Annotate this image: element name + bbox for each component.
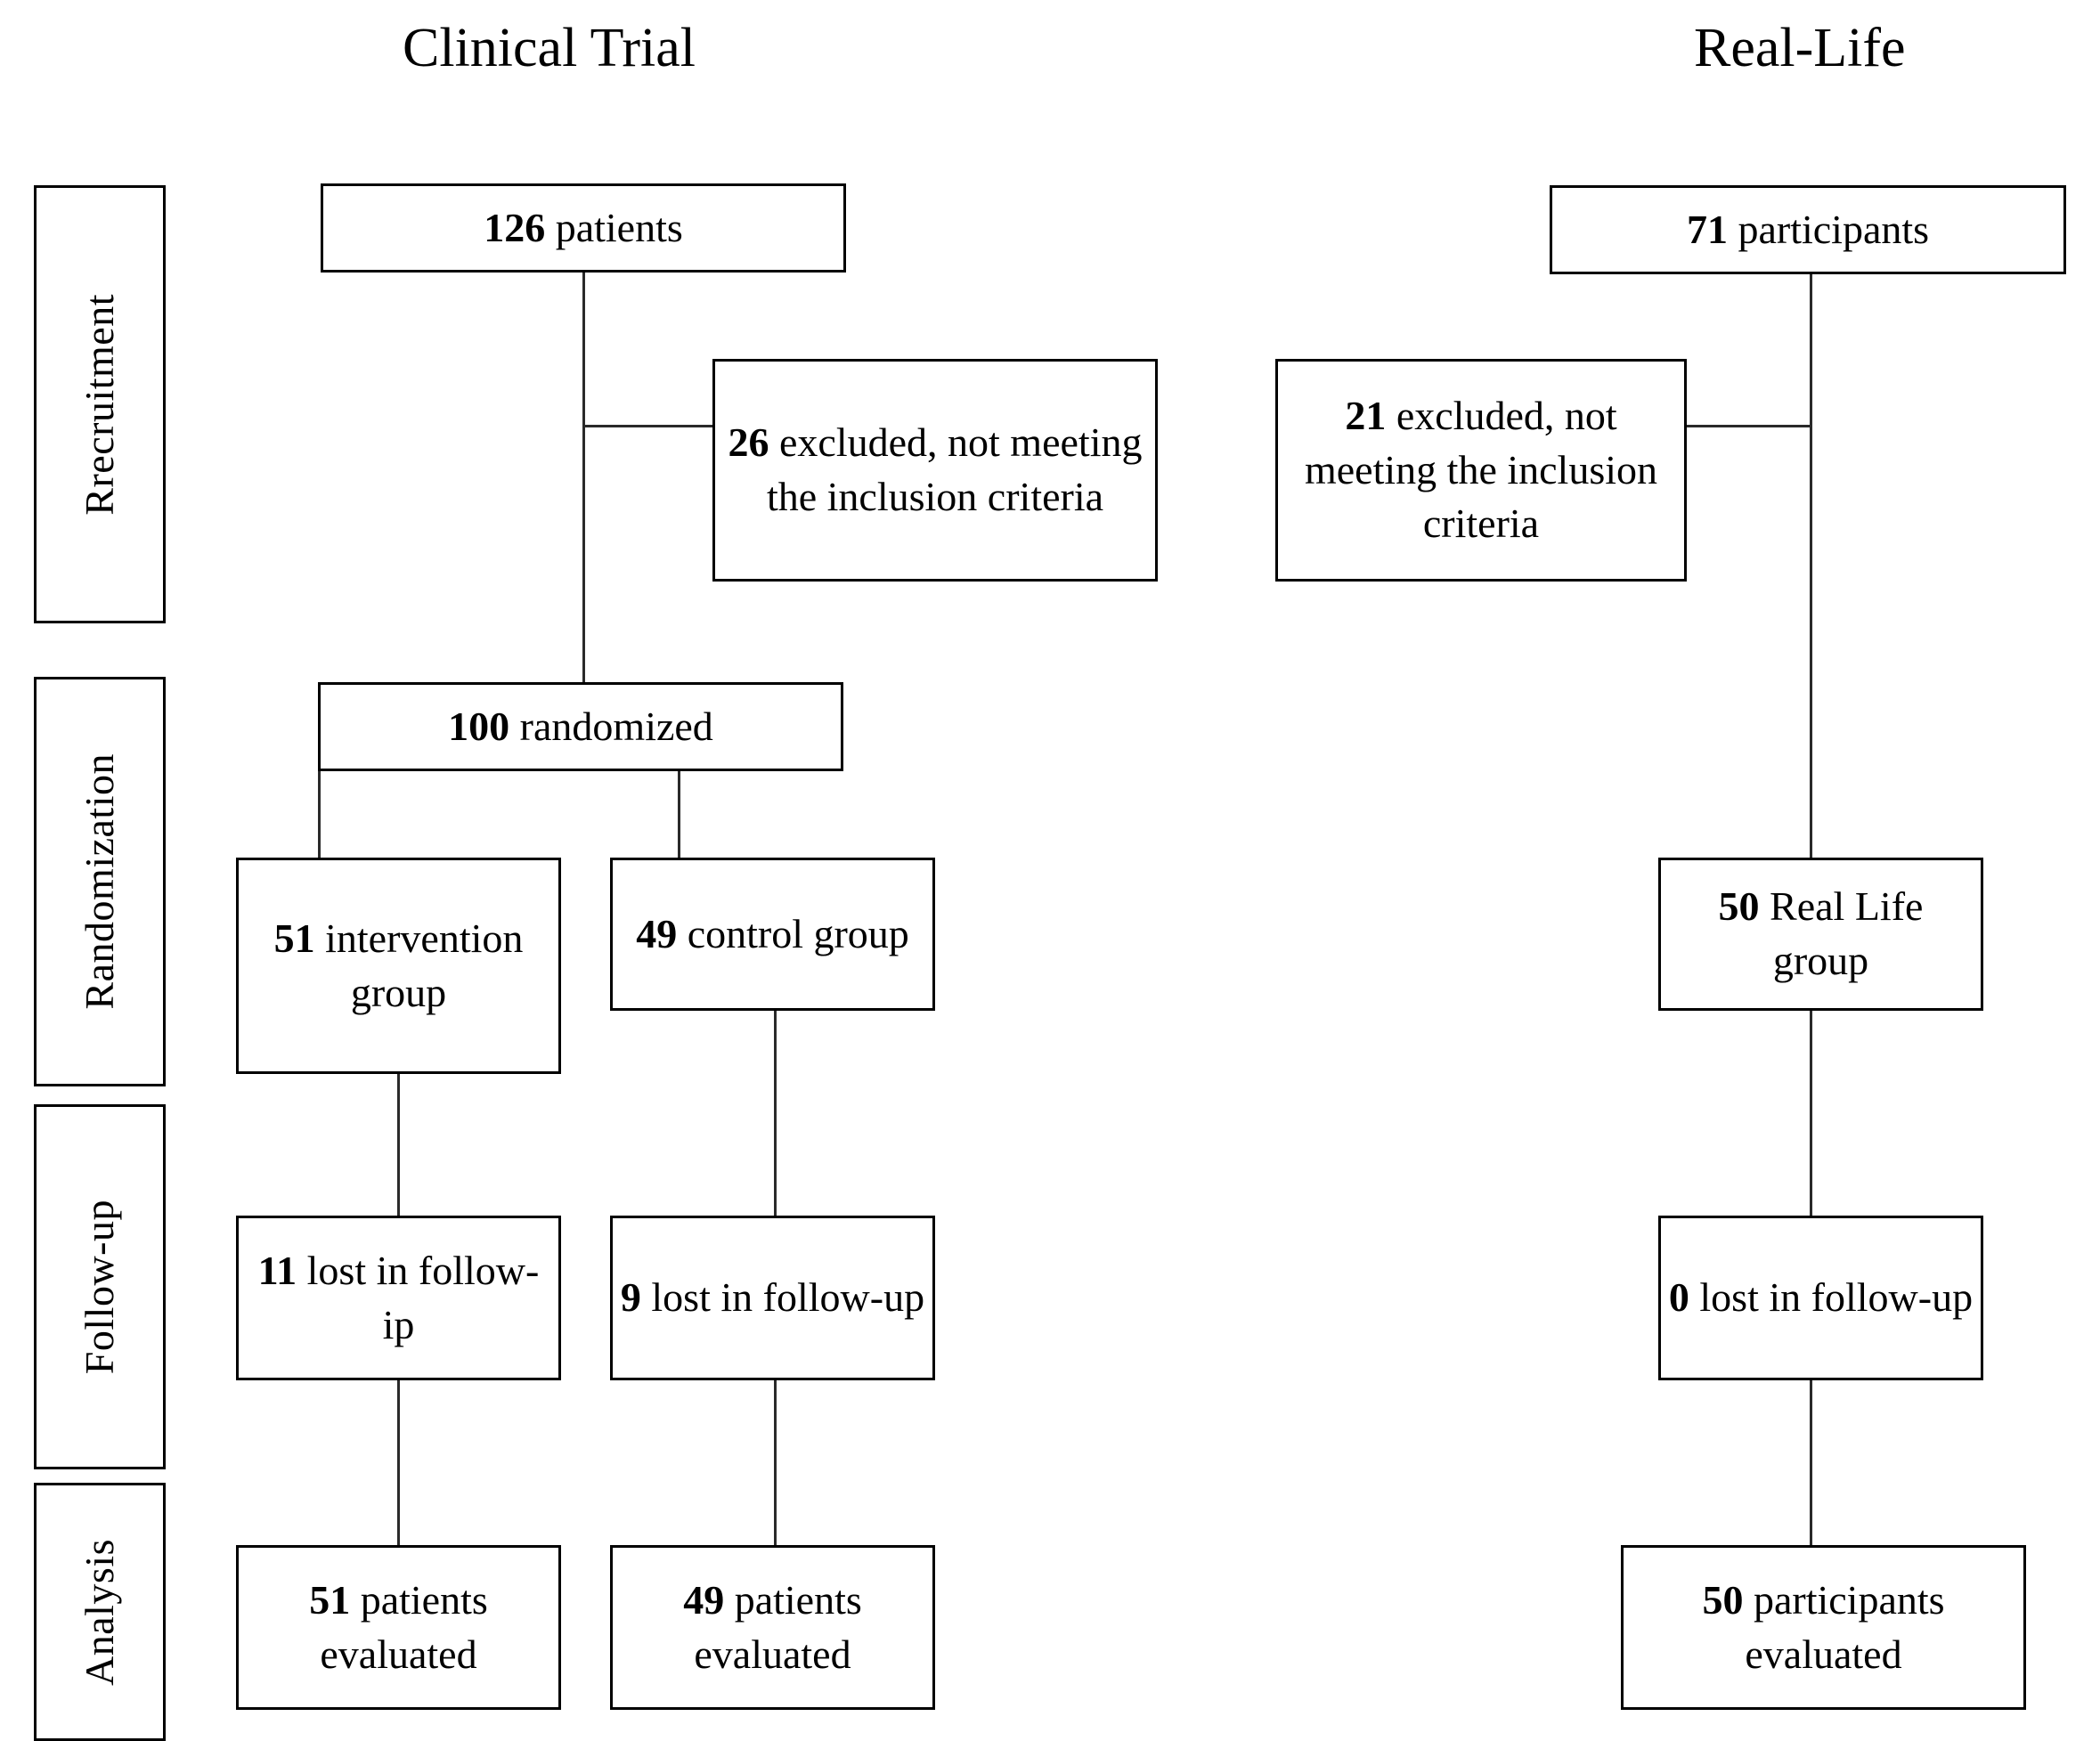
box-ct-intervention-lost-count: 11 [257, 1247, 297, 1293]
box-ct-intervention-lost-label: lost in follow-ip [297, 1247, 540, 1347]
box-ct-intervention-group: 51 intervention group [236, 858, 561, 1074]
box-ct-excluded-text: 26 excluded, not meeting the inclusion c… [715, 416, 1155, 524]
box-ct-intervention-group-label: intervention group [314, 915, 524, 1015]
box-rl-lost-text: 0 lost in follow-up [1662, 1271, 1980, 1325]
box-ct-excluded-label: excluded, not meeting the inclusion crit… [766, 419, 1143, 519]
connector-ct-intervention-to-lost [397, 1071, 400, 1218]
box-ct-intervention-group-text: 51 intervention group [239, 912, 558, 1020]
box-ct-enrolled-text: 126 patients [476, 201, 690, 256]
connector-ct-control-lost-to-evaluated [774, 1379, 777, 1548]
box-ct-randomized-label: randomized [509, 703, 713, 749]
box-ct-intervention-evaluated: 51 patients evaluated [236, 1545, 561, 1710]
box-ct-control-lost-count: 9 [620, 1274, 641, 1321]
box-ct-intervention-evaluated-text: 51 patients evaluated [239, 1574, 558, 1681]
box-ct-control-group-text: 49 control group [629, 907, 916, 962]
box-rl-excluded-label: excluded, not meeting the inclusion crit… [1304, 392, 1658, 547]
box-ct-randomized-count: 100 [448, 703, 510, 749]
connector-ct-control-to-lost [774, 1009, 777, 1218]
stage-label-recruitment-text: Rrecruitment [77, 293, 122, 516]
box-rl-enrolled-count: 71 [1686, 206, 1728, 252]
box-ct-intervention-evaluated-label: patients evaluated [320, 1576, 488, 1677]
box-rl-group-count: 50 [1718, 883, 1760, 930]
box-rl-evaluated-count: 50 [1702, 1576, 1744, 1623]
stage-label-analysis: Analysis [34, 1483, 166, 1741]
box-ct-control-lost: 9 lost in follow-up [610, 1216, 935, 1380]
box-ct-control-group-count: 49 [636, 910, 678, 956]
stage-label-analysis-text: Analysis [77, 1538, 122, 1686]
box-ct-randomized-text: 100 randomized [441, 700, 720, 754]
box-ct-intervention-evaluated-count: 51 [309, 1576, 351, 1623]
column-header-real-life: Real-Life [1694, 18, 1906, 78]
box-ct-intervention-lost-text: 11 lost in follow-ip [239, 1244, 558, 1352]
connector-ct-enrolled-to-excluded [582, 425, 722, 427]
connector-ct-randomized-to-control [678, 771, 680, 860]
box-ct-excluded-count: 26 [728, 419, 769, 466]
connector-ct-enrolled-to-randomized [582, 273, 585, 691]
box-ct-control-lost-label: lost in follow-up [640, 1274, 925, 1321]
box-rl-lost-count: 0 [1668, 1274, 1689, 1321]
box-ct-enrolled: 126 patients [321, 183, 846, 273]
box-ct-control-lost-text: 9 lost in follow-up [614, 1271, 932, 1325]
connector-rl-group-to-lost [1810, 1009, 1812, 1218]
box-rl-excluded-text: 21 excluded, not meeting the inclusion c… [1278, 389, 1684, 551]
box-rl-group-label: Real Life group [1759, 883, 1924, 983]
connector-rl-enrolled-to-group [1810, 217, 1812, 860]
box-ct-control-evaluated-text: 49 patients evaluated [613, 1574, 932, 1681]
box-ct-enrolled-label: patients [545, 204, 683, 250]
box-rl-lost: 0 lost in follow-up [1658, 1216, 1983, 1380]
box-rl-group: 50 Real Life group [1658, 858, 1983, 1011]
box-rl-evaluated-text: 50 participants evaluated [1624, 1574, 2023, 1681]
connector-rl-lost-to-evaluated [1810, 1379, 1812, 1548]
box-rl-enrolled-text: 71 participants [1680, 203, 1936, 257]
connector-rl-enrolled-to-excluded [1686, 425, 1812, 427]
box-ct-control-group-label: control group [677, 910, 909, 956]
box-ct-control-group: 49 control group [610, 858, 935, 1011]
box-rl-enrolled-label: participants [1727, 206, 1930, 252]
column-header-clinical-trial: Clinical Trial [403, 18, 696, 78]
box-ct-enrolled-count: 126 [484, 204, 546, 250]
box-rl-lost-label: lost in follow-up [1689, 1274, 1974, 1321]
stage-label-follow-up-text: Follow-up [77, 1199, 122, 1375]
connector-ct-intervention-lost-to-evaluated [397, 1379, 400, 1548]
box-ct-control-evaluated: 49 patients evaluated [610, 1545, 935, 1710]
stage-label-recruitment: Rrecruitment [34, 185, 166, 623]
stage-label-follow-up: Follow-up [34, 1104, 166, 1469]
box-rl-group-text: 50 Real Life group [1661, 880, 1981, 988]
box-rl-excluded: 21 excluded, not meeting the inclusion c… [1275, 359, 1687, 582]
box-ct-control-evaluated-count: 49 [683, 1576, 725, 1623]
box-ct-excluded: 26 excluded, not meeting the inclusion c… [712, 359, 1158, 582]
box-rl-excluded-count: 21 [1345, 392, 1387, 438]
connector-ct-randomized-to-intervention [318, 771, 321, 860]
box-rl-enrolled: 71 participants [1550, 185, 2066, 274]
box-ct-control-evaluated-label: patients evaluated [694, 1576, 862, 1677]
stage-label-randomization: Randomization [34, 677, 166, 1086]
box-ct-intervention-lost: 11 lost in follow-ip [236, 1216, 561, 1380]
box-rl-evaluated-label: participants evaluated [1743, 1576, 1945, 1677]
box-ct-intervention-group-count: 51 [273, 915, 315, 961]
stage-label-randomization-text: Randomization [77, 753, 122, 1010]
box-ct-randomized: 100 randomized [318, 682, 843, 771]
box-rl-evaluated: 50 participants evaluated [1621, 1545, 2026, 1710]
